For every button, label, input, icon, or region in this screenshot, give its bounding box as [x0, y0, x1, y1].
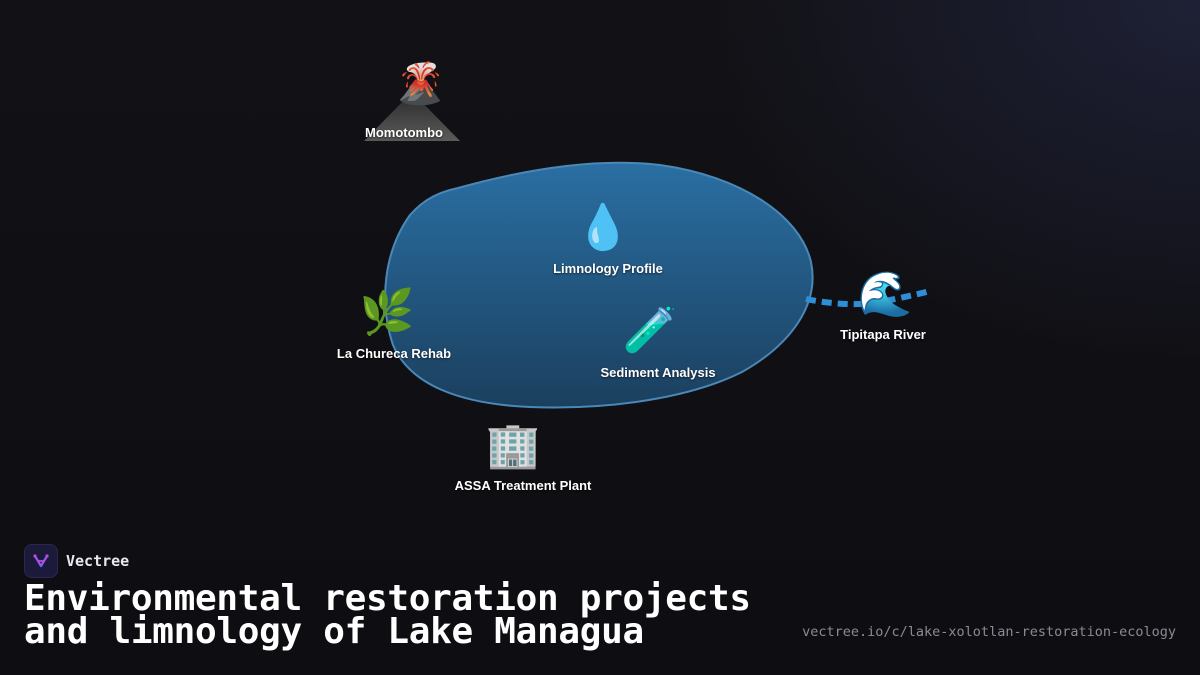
- source-url[interactable]: vectree.io/c/lake-xolotlan-restoration-e…: [802, 624, 1176, 640]
- droplet-icon: 💧: [575, 202, 631, 253]
- lake-shape: [384, 161, 814, 409]
- test-tube-icon: 🧪: [622, 305, 678, 356]
- wave-icon: 🌊: [857, 269, 913, 320]
- vectree-logo-icon: [24, 544, 58, 578]
- volcano-icon: 🌋: [395, 61, 445, 107]
- assa-treatment-plant-label: ASSA Treatment Plant: [454, 478, 592, 493]
- sediment-analysis-label: Sediment Analysis: [600, 365, 716, 380]
- herb-icon: 🌿: [359, 287, 415, 338]
- brand: Vectree: [24, 544, 129, 578]
- office-building-icon: 🏢: [485, 420, 541, 471]
- tipitapa-river-line: [805, 288, 931, 308]
- volcano-mountain: [364, 92, 460, 141]
- tipitapa-river-label: Tipitapa River: [840, 327, 926, 342]
- la-chureca-rehab-label: La Chureca Rehab: [336, 346, 452, 361]
- brand-name: Vectree: [66, 552, 130, 570]
- limnology-profile-label: Limnology Profile: [553, 261, 663, 276]
- momotombo-label: Momotombo: [365, 125, 443, 140]
- page-title: Environmental restoration projects and l…: [24, 578, 751, 652]
